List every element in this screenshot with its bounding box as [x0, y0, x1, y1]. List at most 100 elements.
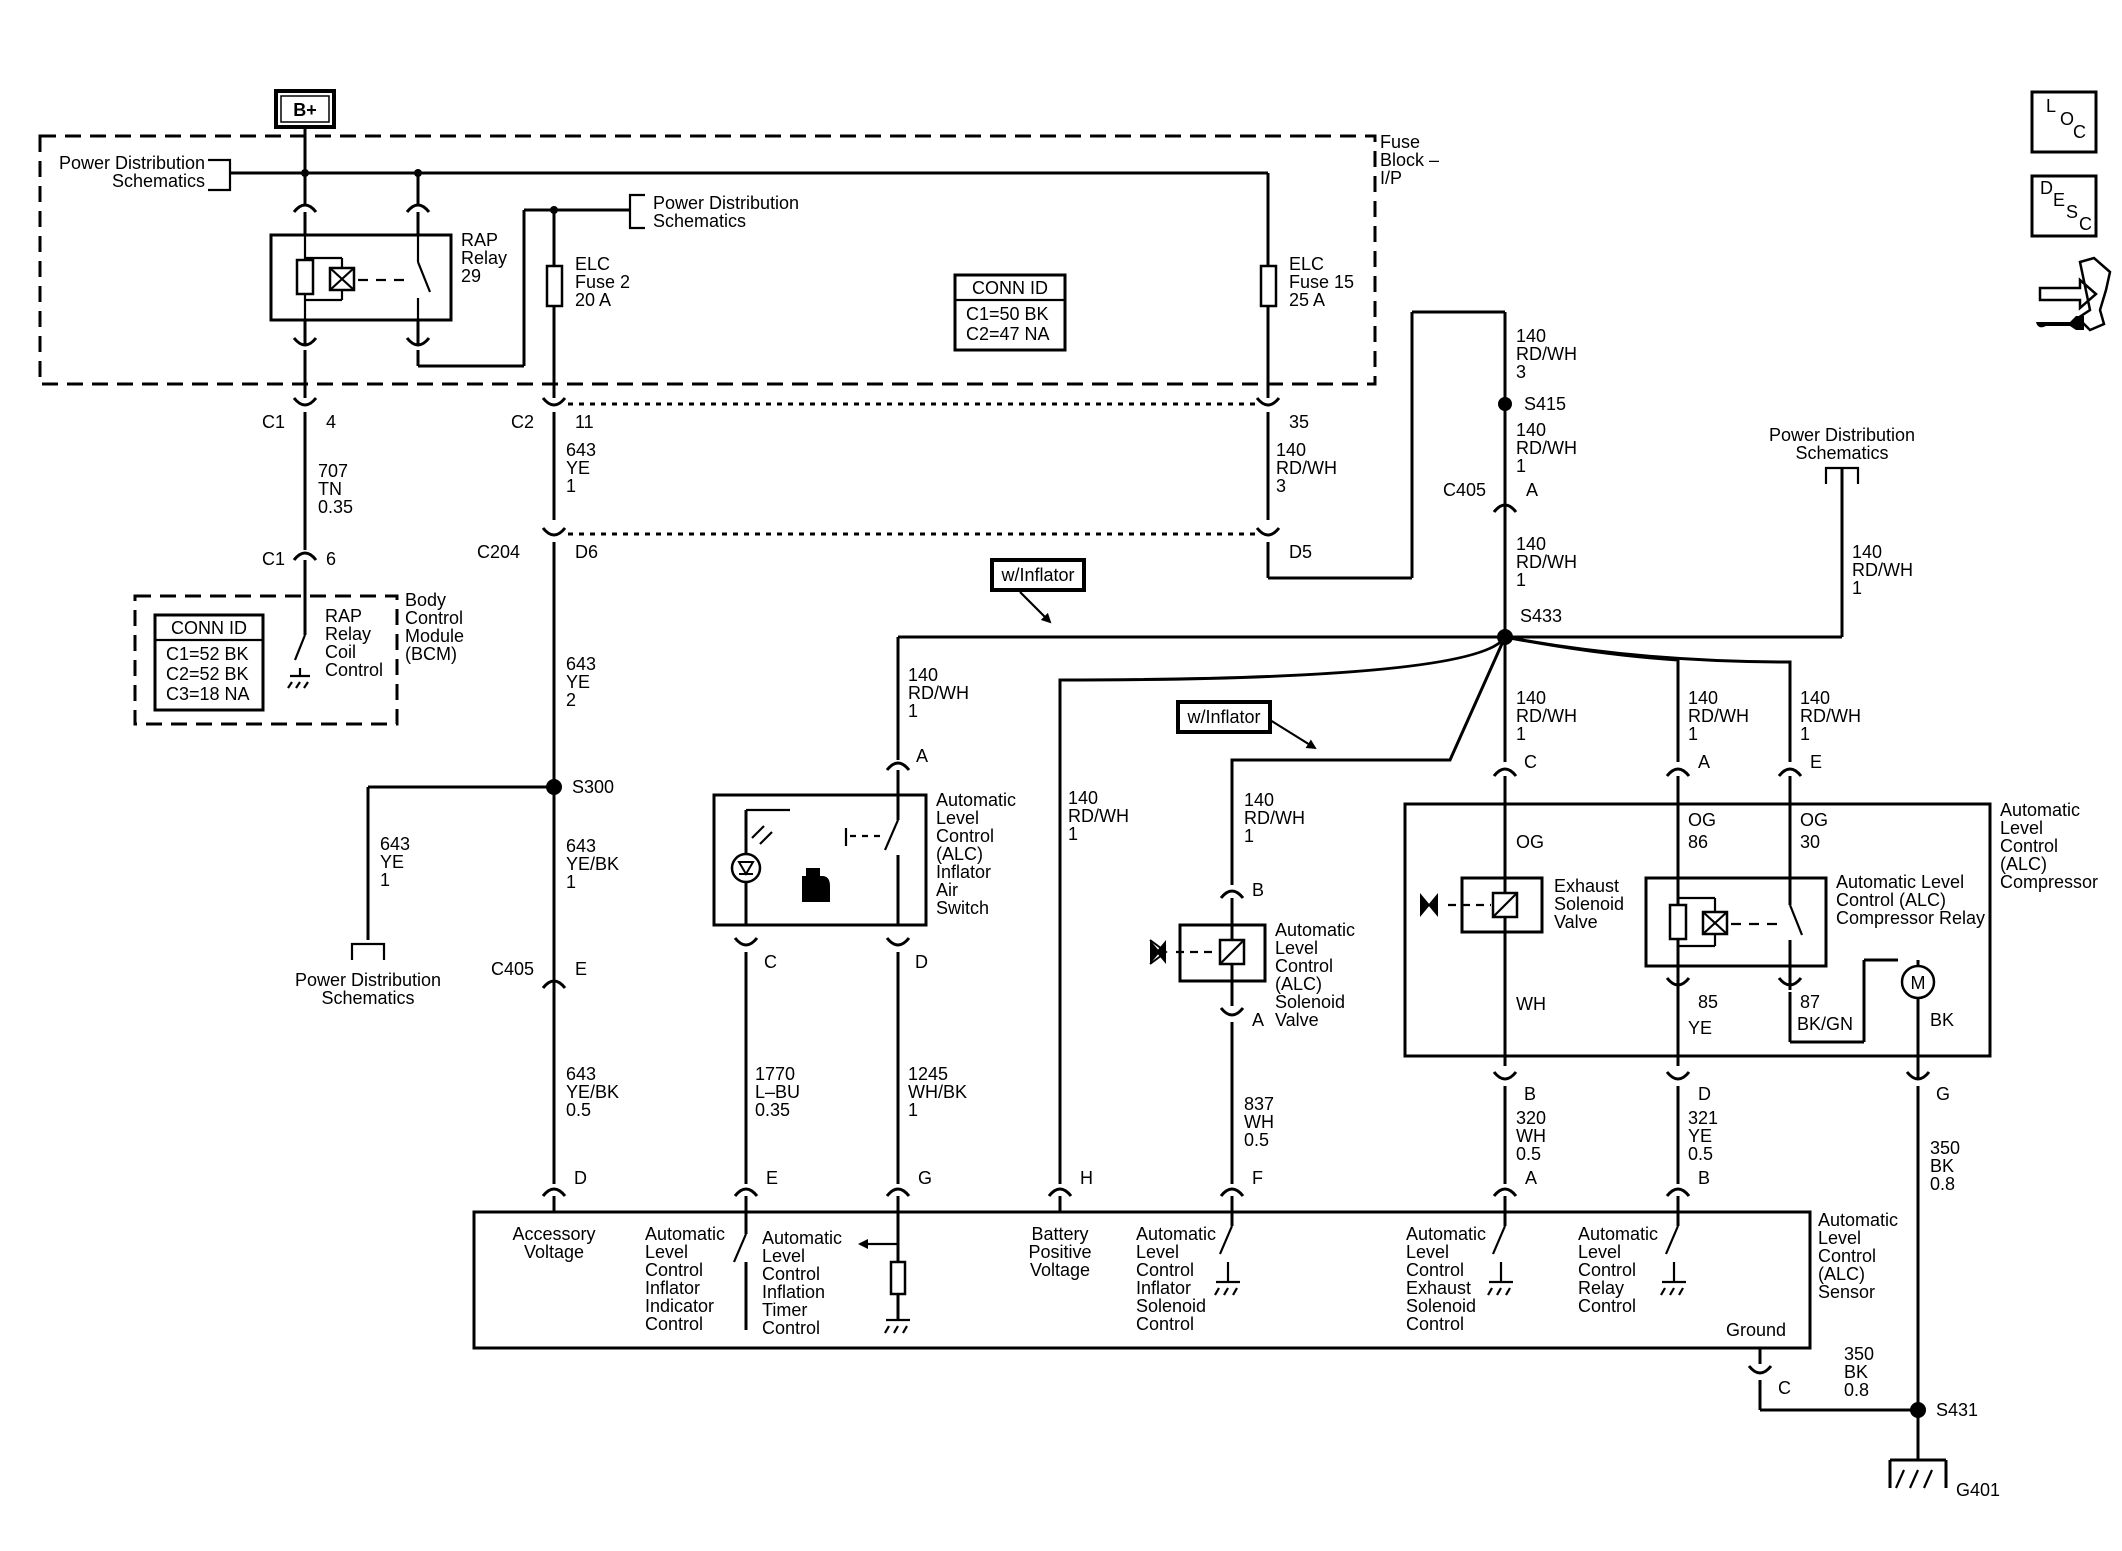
svg-text:Inflator: Inflator	[1136, 1278, 1191, 1298]
ground-g401: G401	[1888, 1410, 2000, 1500]
svg-text:D: D	[1698, 1084, 1711, 1104]
svg-text:Compressor: Compressor	[2000, 872, 2098, 892]
connector-c204: C204 D6 D5	[477, 527, 1312, 562]
wire-140-s415: 140 RD/WH 1	[1516, 420, 1577, 476]
svg-text:M: M	[1911, 973, 1926, 993]
svg-text:0.5: 0.5	[566, 1100, 591, 1120]
svg-text:B: B	[1524, 1084, 1536, 1104]
splice-s433: S433	[1497, 606, 1562, 645]
wire-140-pds: 140 RD/WH 1	[1852, 542, 1913, 598]
connector-c1-bcm: C1 6	[262, 549, 336, 569]
svg-text:RD/WH: RD/WH	[1852, 560, 1913, 580]
svg-text:30: 30	[1800, 832, 1820, 852]
svg-text:Relay: Relay	[1578, 1278, 1624, 1298]
svg-text:C2=52 BK: C2=52 BK	[166, 664, 249, 684]
svg-text:Control: Control	[1406, 1314, 1464, 1334]
svg-text:11: 11	[575, 412, 594, 432]
svg-text:Block –: Block –	[1380, 150, 1439, 170]
desc-button[interactable]: D E S C	[2030, 174, 2098, 238]
svg-text:140: 140	[1688, 688, 1718, 708]
svg-text:Automatic: Automatic	[1136, 1224, 1216, 1244]
svg-text:Control (ALC): Control (ALC)	[1836, 890, 1946, 910]
svg-text:(ALC): (ALC)	[2000, 854, 2047, 874]
svg-text:0.5: 0.5	[1244, 1130, 1269, 1150]
svg-text:OG: OG	[1516, 832, 1544, 852]
svg-text:H: H	[1080, 1168, 1093, 1188]
svg-text:Control: Control	[1136, 1314, 1194, 1334]
svg-text:BK/GN: BK/GN	[1797, 1014, 1853, 1034]
splice-s431: S431	[1910, 1400, 1978, 1420]
svg-text:Indicator: Indicator	[645, 1296, 714, 1316]
svg-text:Control: Control	[1275, 956, 1333, 976]
svg-text:1770: 1770	[755, 1064, 795, 1084]
svg-text:RD/WH: RD/WH	[1516, 706, 1577, 726]
svg-text:Exhaust: Exhaust	[1554, 876, 1619, 896]
sensor-ground-label: Ground	[1726, 1320, 1786, 1340]
svg-text:Control: Control	[1578, 1260, 1636, 1280]
svg-text:140: 140	[1516, 534, 1546, 554]
svg-text:BK: BK	[1930, 1156, 1954, 1176]
svg-text:YE: YE	[1688, 1126, 1712, 1146]
svg-text:Valve: Valve	[1554, 912, 1598, 932]
svg-text:Accessory: Accessory	[512, 1224, 595, 1244]
svg-text:CONN ID: CONN ID	[972, 278, 1048, 298]
svg-text:Automatic: Automatic	[645, 1224, 725, 1244]
svg-text:Schematics: Schematics	[112, 171, 205, 191]
connector-c405-a: C405 A	[1443, 480, 1538, 513]
svg-text:ELC: ELC	[1289, 254, 1324, 274]
sensor-relay-control: Automatic Level Control Relay Control	[1578, 1196, 1686, 1316]
svg-text:0.35: 0.35	[318, 497, 353, 517]
svg-text:643: 643	[566, 836, 596, 856]
svg-text:B+: B+	[293, 100, 317, 120]
svg-text:Control: Control	[2000, 836, 2058, 856]
svg-text:0.8: 0.8	[1930, 1174, 1955, 1194]
svg-text:CONN ID: CONN ID	[171, 618, 247, 638]
svg-text:Voltage: Voltage	[524, 1242, 584, 1262]
rap-relay: RAP Relay 29	[269, 173, 507, 347]
svg-text:C1: C1	[262, 412, 285, 432]
svg-text:1: 1	[1516, 570, 1526, 590]
sensor-battery-positive: Battery Positive Voltage	[1028, 1224, 1091, 1280]
bcm-label: Body Control Module (BCM)	[405, 590, 464, 664]
svg-text:RD/WH: RD/WH	[908, 683, 969, 703]
svg-text:Exhaust: Exhaust	[1406, 1278, 1471, 1298]
loc-button[interactable]: L O C	[2030, 90, 2098, 154]
svg-text:E: E	[2053, 190, 2065, 210]
wire-140-top: 140 RD/WH 3	[1516, 326, 1577, 382]
svg-text:G: G	[1936, 1084, 1950, 1104]
b-plus-label: B+	[274, 89, 336, 129]
svg-text:C1=50 BK: C1=50 BK	[966, 304, 1049, 324]
svg-text:1: 1	[1852, 578, 1862, 598]
svg-text:D: D	[915, 952, 928, 972]
svg-text:ELC: ELC	[575, 254, 610, 274]
fuse-block-label: Fuse Block – I/P	[1380, 132, 1439, 188]
fuse-block-ip	[38, 134, 1377, 386]
wrench-arrow-icon[interactable]	[2036, 256, 2112, 332]
svg-text:WH: WH	[1244, 1112, 1274, 1132]
svg-text:TN: TN	[318, 479, 342, 499]
svg-text:Level: Level	[762, 1246, 805, 1266]
svg-text:L–BU: L–BU	[755, 1082, 800, 1102]
compressor-motor: M	[1900, 960, 1936, 1080]
svg-text:A: A	[1526, 480, 1538, 500]
svg-text:Level: Level	[1818, 1228, 1861, 1248]
exhaust-solenoid-valve: Exhaust Solenoid Valve	[1420, 776, 1624, 1066]
pds-mid-label: Power Distribution Schematics	[653, 193, 799, 231]
svg-text:Power Distribution: Power Distribution	[1769, 425, 1915, 445]
svg-text:C: C	[1524, 752, 1537, 772]
svg-text:OG: OG	[1800, 810, 1828, 830]
elc-fuse-2: ELC Fuse 2 20 A	[545, 206, 630, 398]
svg-text:A: A	[1698, 752, 1710, 772]
svg-text:Solenoid: Solenoid	[1406, 1296, 1476, 1316]
svg-text:G: G	[918, 1168, 932, 1188]
svg-text:Automatic: Automatic	[2000, 800, 2080, 820]
svg-text:RD/WH: RD/WH	[1516, 552, 1577, 572]
svg-text:Inflation: Inflation	[762, 1282, 825, 1302]
svg-text:WH: WH	[1516, 1126, 1546, 1146]
wire-1245: 1245 WH/BK 1	[908, 1064, 967, 1120]
svg-text:Level: Level	[1578, 1242, 1621, 1262]
svg-text:C2: C2	[511, 412, 534, 432]
svg-text:85: 85	[1698, 992, 1718, 1012]
svg-text:S300: S300	[572, 777, 614, 797]
